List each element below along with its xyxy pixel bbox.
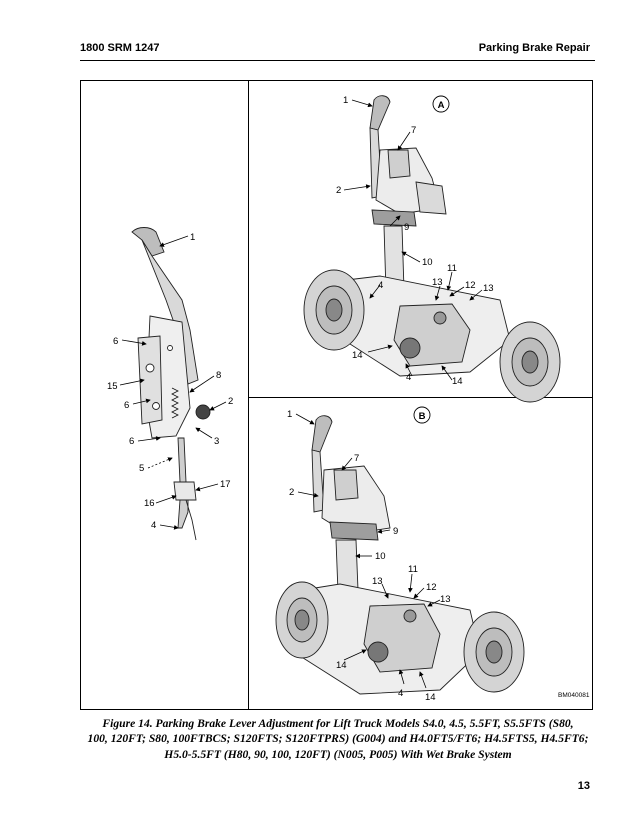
drawing-code: BM040081 — [558, 692, 590, 699]
view-a-callout-labels: 1 7 2 9 10 4 11 13 12 13 14 4 14 — [336, 95, 494, 387]
view-a-callout-label: 13 — [483, 283, 494, 294]
left-callout-label: 3 — [214, 436, 219, 447]
figure-vertical-divider — [248, 80, 249, 710]
view-b-callout-label: 13 — [440, 594, 451, 605]
view-b-callout-label: 9 — [393, 526, 398, 537]
view-a-callout-label: 1 — [343, 95, 348, 106]
view-a-callout-label: 12 — [465, 280, 476, 291]
figure-horizontal-divider — [248, 397, 593, 398]
view-b-callout-label: 14 — [336, 660, 347, 671]
view-b-callout-labels: 1 7 2 9 10 11 13 12 13 14 4 14 — [287, 409, 451, 703]
left-callout-label: 1 — [190, 232, 195, 243]
left-callout-label: 4 — [151, 520, 156, 531]
view-b-callout-label: 4 — [398, 688, 403, 699]
figure-frame — [80, 80, 593, 710]
view-b-callout-label: 13 — [372, 576, 383, 587]
caption-line: H5.0-5.5FT (H80, 90, 100, 120FT) (N005, … — [164, 747, 512, 761]
view-a-callout-label: 10 — [422, 257, 433, 268]
view-b-callout-label: 1 — [287, 409, 292, 420]
left-callout-label: 6 — [113, 336, 118, 347]
caption-line: Figure 14. Parking Brake Lever Adjustmen… — [102, 717, 574, 730]
view-a-drawing — [303, 95, 561, 403]
manual-id: 1800 SRM 1247 — [80, 42, 160, 54]
view-b-callout-label: 12 — [426, 582, 437, 593]
view-a-callout-label: 7 — [411, 125, 416, 136]
caption-line: 100, 120FT; S80, 100FTBCS; S120FTS; S120… — [87, 732, 589, 746]
left-callout-label: 6 — [129, 436, 134, 447]
view-a-label: A — [438, 100, 445, 111]
left-callout-labels: 1 6 15 6 8 2 3 6 5 17 16 4 — [107, 232, 233, 531]
left-callout-label: 5 — [139, 463, 144, 474]
lever-assembly-drawing — [131, 227, 211, 541]
view-b-callout-leaders — [295, 413, 441, 689]
view-b-callout-label: 14 — [425, 692, 436, 703]
left-callout-label: 15 — [107, 381, 118, 392]
view-a-callout-label: 2 — [336, 185, 341, 196]
view-b-callout-label: 10 — [375, 551, 386, 562]
view-b-drawing — [275, 415, 525, 695]
left-callout-label: 2 — [228, 396, 233, 407]
view-a-callout-label: 14 — [352, 350, 363, 361]
page-number: 13 — [577, 780, 590, 792]
left-callout-label: 6 — [124, 400, 129, 411]
left-callout-leaders — [119, 235, 227, 530]
view-a-marker: A — [432, 95, 450, 113]
view-a-callout-label: 9 — [404, 222, 409, 233]
view-b-marker: B — [413, 406, 431, 424]
view-b-callout-label: 2 — [289, 487, 294, 498]
figure-caption: Figure 14. Parking Brake Lever Adjustmen… — [84, 716, 592, 762]
left-callout-label: 16 — [144, 498, 155, 509]
view-b-callout-label: 7 — [354, 453, 359, 464]
left-callout-label: 17 — [220, 479, 231, 490]
section-title: Parking Brake Repair — [478, 42, 590, 54]
view-a-callout-label: 4 — [406, 372, 411, 383]
view-a-callout-leaders — [343, 99, 483, 381]
view-a-callout-label: 4 — [378, 280, 383, 291]
view-b-label: B — [419, 411, 426, 422]
view-b-callout-label: 11 — [408, 564, 418, 575]
header-rule — [80, 60, 595, 61]
left-callout-label: 8 — [216, 370, 221, 381]
view-a-callout-label: 11 — [447, 263, 457, 274]
view-a-callout-label: 13 — [432, 277, 443, 288]
view-a-callout-label: 14 — [452, 376, 463, 387]
